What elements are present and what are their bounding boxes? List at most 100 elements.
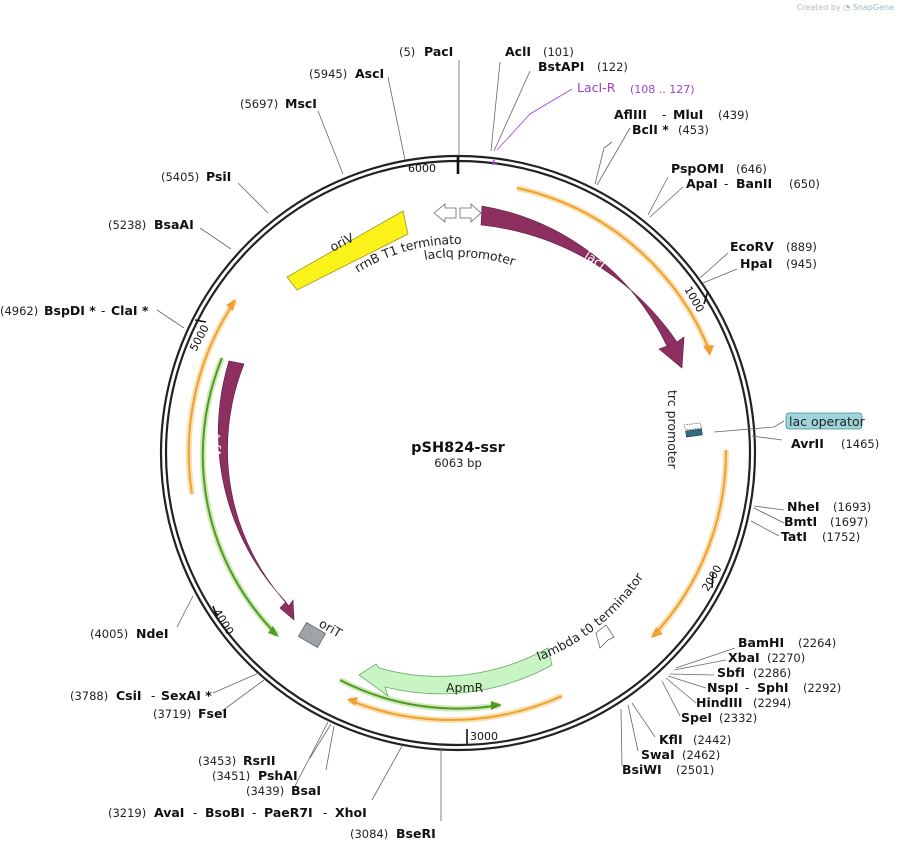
site-name: ClaI * bbox=[111, 303, 149, 318]
site-pos: (453) bbox=[678, 123, 709, 137]
sites-right: AclI (101) BstAPI (122) AflIII - MluI (4… bbox=[505, 44, 879, 777]
site-name: NheI bbox=[787, 499, 820, 514]
credit-brand: SnapGene bbox=[852, 3, 894, 12]
site-name: XhoI bbox=[335, 805, 367, 820]
site-pos: (2294) bbox=[753, 696, 791, 710]
site-pos: (5238) bbox=[108, 218, 146, 232]
site-name: MluI bbox=[673, 107, 703, 122]
site-name: AvaI bbox=[154, 805, 184, 820]
primer-range: (108 .. 127) bbox=[630, 83, 695, 96]
arrow-head-icon bbox=[268, 626, 279, 637]
lambda-terminator-icon bbox=[595, 624, 615, 649]
site-pos: (650) bbox=[789, 177, 820, 191]
orange-arc-laci bbox=[516, 185, 713, 354]
site-pos: (122) bbox=[597, 60, 628, 74]
site-pos: (646) bbox=[736, 162, 767, 176]
arrow-head-icon bbox=[651, 627, 663, 638]
site-name: BsaAI bbox=[154, 217, 194, 232]
trfa-feature bbox=[217, 360, 295, 621]
site-pos: (4005) bbox=[90, 627, 128, 641]
site-name: SexAI * bbox=[161, 688, 212, 703]
site-name: PaeR7I bbox=[264, 805, 313, 820]
site-name: SphI bbox=[757, 680, 789, 695]
site-pos: (1465) bbox=[841, 437, 879, 451]
site-pos: (3453) bbox=[198, 754, 236, 768]
site-sep: - bbox=[193, 806, 197, 820]
site-name: AclI bbox=[505, 44, 531, 59]
site-pos: (5) bbox=[399, 45, 415, 59]
orit-feature bbox=[297, 622, 327, 648]
sites-left: (5) PacI (5945) AscI (5697) MscI (5405) … bbox=[0, 44, 453, 841]
site-sep: - bbox=[662, 108, 666, 122]
site-name: SpeI bbox=[681, 710, 712, 725]
laciq-promoter-icon bbox=[459, 203, 482, 223]
site-sep: - bbox=[724, 177, 728, 191]
trc-promoter-label: trc promoter bbox=[665, 390, 680, 469]
site-name: BsiWI bbox=[622, 762, 662, 777]
arrow-head-icon bbox=[347, 697, 358, 706]
site-name: PshAI bbox=[258, 768, 298, 783]
green-arc-left bbox=[199, 356, 280, 638]
trc-promoter-icon bbox=[683, 422, 703, 431]
site-name: MscI bbox=[285, 96, 317, 111]
site-name: NdeI bbox=[136, 626, 169, 641]
arrow-head-icon bbox=[703, 345, 714, 356]
center-title: pSH824-ssr 6063 bp bbox=[411, 440, 506, 470]
site-pos: (1693) bbox=[833, 500, 871, 514]
site-pos: (4962) bbox=[0, 304, 38, 318]
site-pos: (2286) bbox=[753, 666, 791, 680]
site-pos: (5405) bbox=[161, 170, 199, 184]
site-pos: (439) bbox=[718, 108, 749, 122]
plasmid-length: 6063 bp bbox=[434, 456, 482, 470]
site-name: NspI bbox=[707, 680, 739, 695]
primer-laci-r: LacI-R (108 .. 127) bbox=[492, 80, 695, 165]
lambda-terminator-label: lambda t0 terminator bbox=[534, 569, 646, 663]
site-sep: - bbox=[252, 806, 256, 820]
credit-text: Created by bbox=[796, 3, 841, 12]
site-name: BmtI bbox=[784, 514, 817, 529]
snapgene-logo-icon: ◔ bbox=[843, 3, 851, 12]
site-pos: (3788) bbox=[70, 689, 108, 703]
primer-name: LacI-R bbox=[577, 80, 616, 95]
svg-text:lambda t0 terminator: lambda t0 terminator bbox=[534, 569, 646, 663]
site-pos: (2270) bbox=[767, 651, 805, 665]
trfa-label: trfA bbox=[208, 434, 223, 458]
site-name: ApaI bbox=[686, 176, 718, 191]
site-name: PspOMI bbox=[671, 161, 724, 176]
rrnb-terminator-icon bbox=[433, 203, 457, 223]
site-name: EcoRV bbox=[730, 239, 774, 254]
site-name: AvrII bbox=[791, 436, 824, 451]
site-sep: - bbox=[101, 304, 105, 318]
site-name: SwaI bbox=[641, 747, 675, 762]
site-sep: - bbox=[323, 806, 327, 820]
snapgene-credit: Created by ◔ SnapGene bbox=[797, 3, 894, 12]
lac-operator-label: lac operator bbox=[789, 414, 866, 429]
site-pos: (889) bbox=[786, 240, 817, 254]
lac-operator-tag: lac operator bbox=[713, 412, 866, 433]
tick-3000: 3000 bbox=[470, 730, 498, 743]
tick-6000: 6000 bbox=[408, 162, 436, 175]
backbone bbox=[159, 154, 757, 752]
site-name: FseI bbox=[198, 706, 227, 721]
arrow-head-icon bbox=[226, 299, 236, 311]
site-pos: (945) bbox=[786, 257, 817, 271]
site-name: PsiI bbox=[206, 169, 231, 184]
site-name: AflIII bbox=[614, 107, 647, 122]
site-name: BamHI bbox=[738, 635, 784, 650]
site-pos: (1697) bbox=[830, 515, 868, 529]
site-pos: (2462) bbox=[682, 748, 720, 762]
orange-arc-right bbox=[650, 449, 730, 639]
site-leaders bbox=[156, 60, 785, 821]
site-name: BsaI bbox=[291, 783, 321, 798]
lac-operator-feature bbox=[685, 428, 703, 438]
site-name: AscI bbox=[355, 66, 384, 81]
site-name: TatI bbox=[781, 529, 807, 544]
apmr-feature bbox=[358, 647, 553, 698]
site-name: BseRI bbox=[396, 826, 436, 841]
site-name: BanII bbox=[736, 176, 772, 191]
laci-feature bbox=[480, 205, 685, 369]
site-name: KflI bbox=[659, 732, 683, 747]
oriv-feature bbox=[286, 210, 409, 291]
site-name: BsoBI bbox=[205, 805, 245, 820]
